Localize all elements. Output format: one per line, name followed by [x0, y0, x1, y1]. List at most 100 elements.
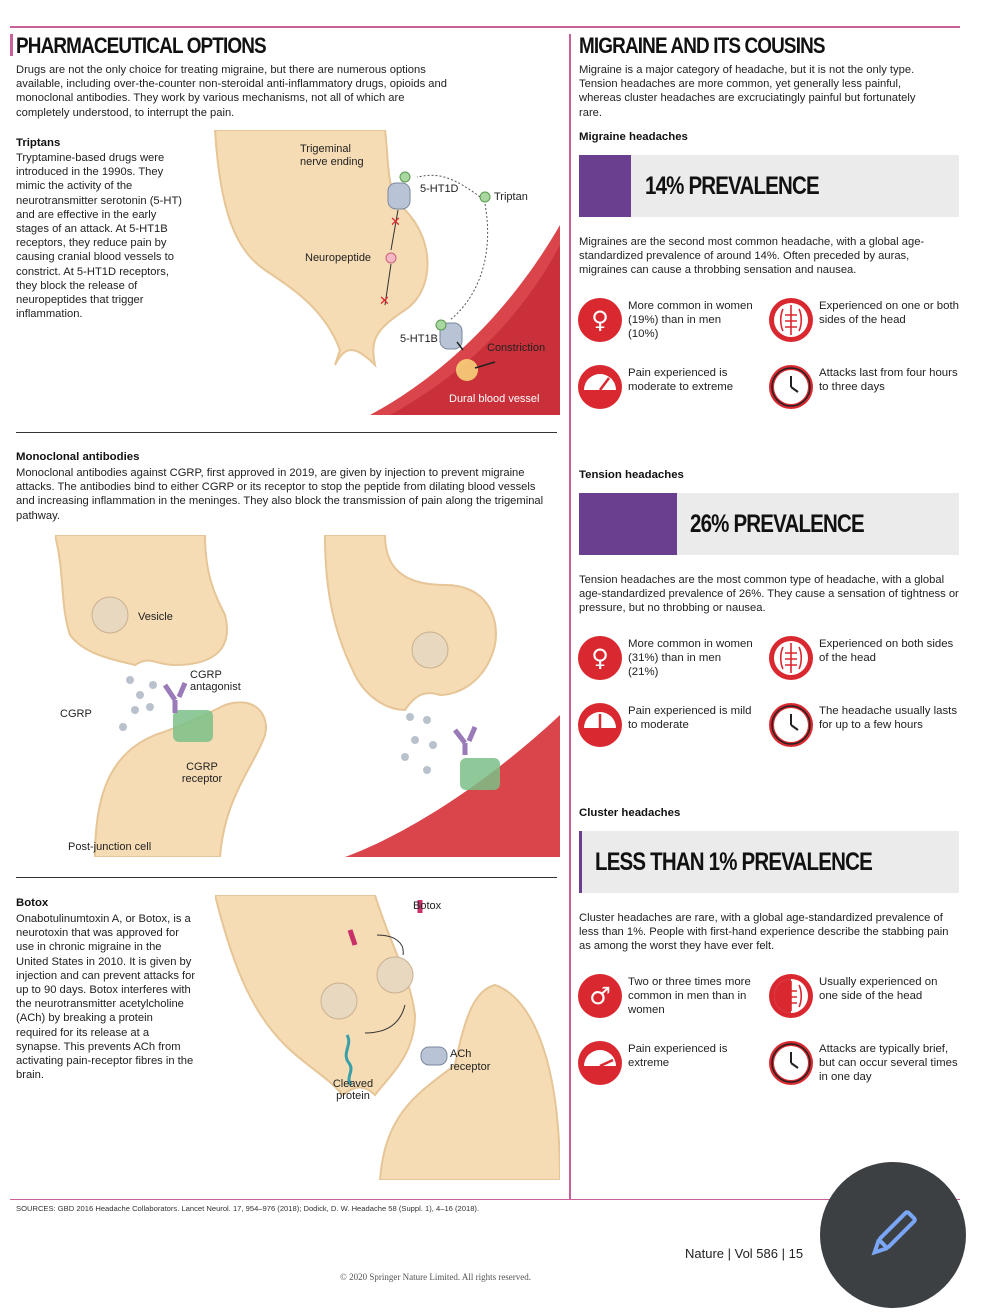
fact-text: Attacks are typically brief, but can occ… [819, 1043, 958, 1084]
fact-text: Two or three times more common in men th… [628, 976, 751, 1017]
cgrp-receptor-2 [460, 758, 500, 790]
top-rule [10, 26, 960, 28]
section-body: Cluster headaches are rare, with a globa… [579, 912, 949, 953]
fact-icon-wrap: ♀ [577, 297, 623, 343]
male-icon: ♂ [578, 974, 622, 1018]
edit-fab[interactable] [820, 1162, 966, 1308]
fact-icon-wrap [768, 702, 814, 748]
fact-icon-wrap [768, 1040, 814, 1086]
column-divider [569, 34, 571, 1199]
section-body: Migraines are the second most common hea… [579, 236, 925, 277]
section-heading: Cluster headaches [579, 807, 681, 819]
clock-icon [769, 1041, 813, 1085]
pain-gauge-icon [578, 365, 622, 409]
label-cgrp-receptor: CGRP receptor [181, 761, 223, 785]
fact-text: Pain experienced is moderate to extreme [628, 367, 734, 394]
triptans-body: Tryptamine-based drugs were introduced i… [16, 152, 183, 321]
fact-icon-wrap [768, 364, 814, 410]
constriction-arrow-2 [474, 361, 496, 369]
label-cgrp-antagonist: CGRP antagonist [190, 669, 241, 693]
fact-icon-wrap [768, 635, 814, 681]
prevalence-bar [579, 493, 677, 555]
triptan-molecule-2 [435, 319, 447, 331]
botox-heading: Botox [16, 897, 49, 909]
nerve-ending-shape [213, 130, 429, 369]
ht1d-receptor [387, 182, 411, 210]
prevalence-box: LESS THAN 1% PREVALENCE [579, 831, 959, 893]
vessel-shape-2 [345, 715, 560, 857]
fact-icon-wrap: ♂ [577, 973, 623, 1019]
receptor-cell-shape [378, 983, 560, 1180]
cgrp-antagonist-1 [162, 682, 188, 713]
label-cleaved-protein: Cleaved protein [332, 1078, 374, 1102]
mab-heading: Monoclonal antibodies [16, 451, 140, 463]
copyright: © 2020 Springer Nature Limited. All righ… [340, 1272, 532, 1282]
triptans-heading: Triptans [16, 137, 61, 149]
right-intro: Migraine is a major category of headache… [579, 64, 916, 119]
fact-icon-wrap [577, 364, 623, 410]
botox-body: Onabotulinumtoxin A, or Botox, is a neur… [16, 913, 196, 1082]
female-icon: ♀ [578, 298, 622, 342]
fact-text: Attacks last from four hours to three da… [819, 367, 958, 394]
pain-gauge-icon [578, 703, 622, 747]
section-heading: Tension headaches [579, 469, 684, 481]
clock-icon [769, 365, 813, 409]
fact-icon-wrap [768, 297, 814, 343]
label-neuropeptide: Neuropeptide [305, 252, 372, 264]
label-cgrp: CGRP [60, 708, 92, 720]
brain-both-sides-icon [769, 298, 813, 342]
fact-icon-wrap [577, 702, 623, 748]
fact-text: More common in women (19%) than in men (… [628, 300, 753, 341]
brain-both-sides-icon [769, 636, 813, 680]
arrow-1 [390, 209, 399, 251]
female-icon: ♀ [578, 636, 622, 680]
botox-molecule-1 [347, 929, 358, 946]
pencil-icon [871, 1210, 917, 1256]
block-x-1: ✕ [390, 215, 401, 230]
pain-gauge-icon [578, 1041, 622, 1085]
fact-icon-wrap [577, 1040, 623, 1086]
prevalence-box: 14% PREVALENCE [579, 155, 959, 217]
botox-arrow-1 [376, 934, 404, 956]
mab-diagram [55, 535, 560, 857]
constriction-arrow [456, 341, 464, 351]
svg-text:♀: ♀ [591, 306, 609, 334]
prevalence-box: 26% PREVALENCE [579, 493, 959, 555]
svg-text:♀: ♀ [591, 644, 609, 672]
postjunction-shape-1 [93, 701, 267, 857]
constriction-glow [456, 359, 478, 381]
fact-text: Usually experienced on one side of the h… [819, 976, 938, 1003]
divider-2 [16, 877, 557, 878]
label-dural-vessel: Dural blood vessel [449, 393, 540, 405]
left-title: PHARMACEUTICAL OPTIONS [16, 33, 267, 58]
label-triptan: Triptan [494, 191, 528, 203]
vesicle-with-botox [376, 956, 414, 994]
fact-icon-wrap [768, 973, 814, 1019]
fact-text: The headache usually lasts for up to a f… [819, 705, 958, 732]
triptans-diagram: ✕ ✕ [213, 130, 560, 415]
cgrp-antagonist-2 [453, 726, 478, 755]
fact-text: Experienced on one or both sides of the … [819, 300, 959, 327]
nerve-shape [215, 895, 417, 1097]
label-ht1d: 5-HT1D [420, 183, 459, 195]
arrow-2 [384, 263, 392, 306]
sources: SOURCES: GBD 2016 Headache Collaborators… [16, 1204, 480, 1213]
fact-icon-wrap: ♀ [577, 635, 623, 681]
triptan-molecule-free [479, 191, 491, 203]
fact-text: More common in women (31%) than in men (… [628, 638, 753, 679]
section-heading: Migraine headaches [579, 131, 688, 143]
section-body: Tension headaches are the most common ty… [579, 574, 959, 615]
label-postjunction: Post-junction cell [68, 841, 152, 853]
label-trigeminal: Trigeminal nerve ending [300, 143, 364, 168]
presynaptic-shape-2 [323, 535, 497, 712]
left-intro: Drugs are not the only choice for treati… [16, 64, 447, 119]
botox-diagram [215, 895, 560, 1180]
label-ach-receptor: ACh receptor [450, 1048, 491, 1073]
clock-icon [769, 703, 813, 747]
block-x-2: ✕ [379, 294, 390, 309]
triptan-path-2 [449, 203, 489, 321]
vesicle-2 [411, 631, 449, 669]
neuropeptide-dot [385, 252, 397, 264]
label-botox: Botox [413, 900, 442, 912]
presynaptic-shape-1 [55, 535, 228, 667]
